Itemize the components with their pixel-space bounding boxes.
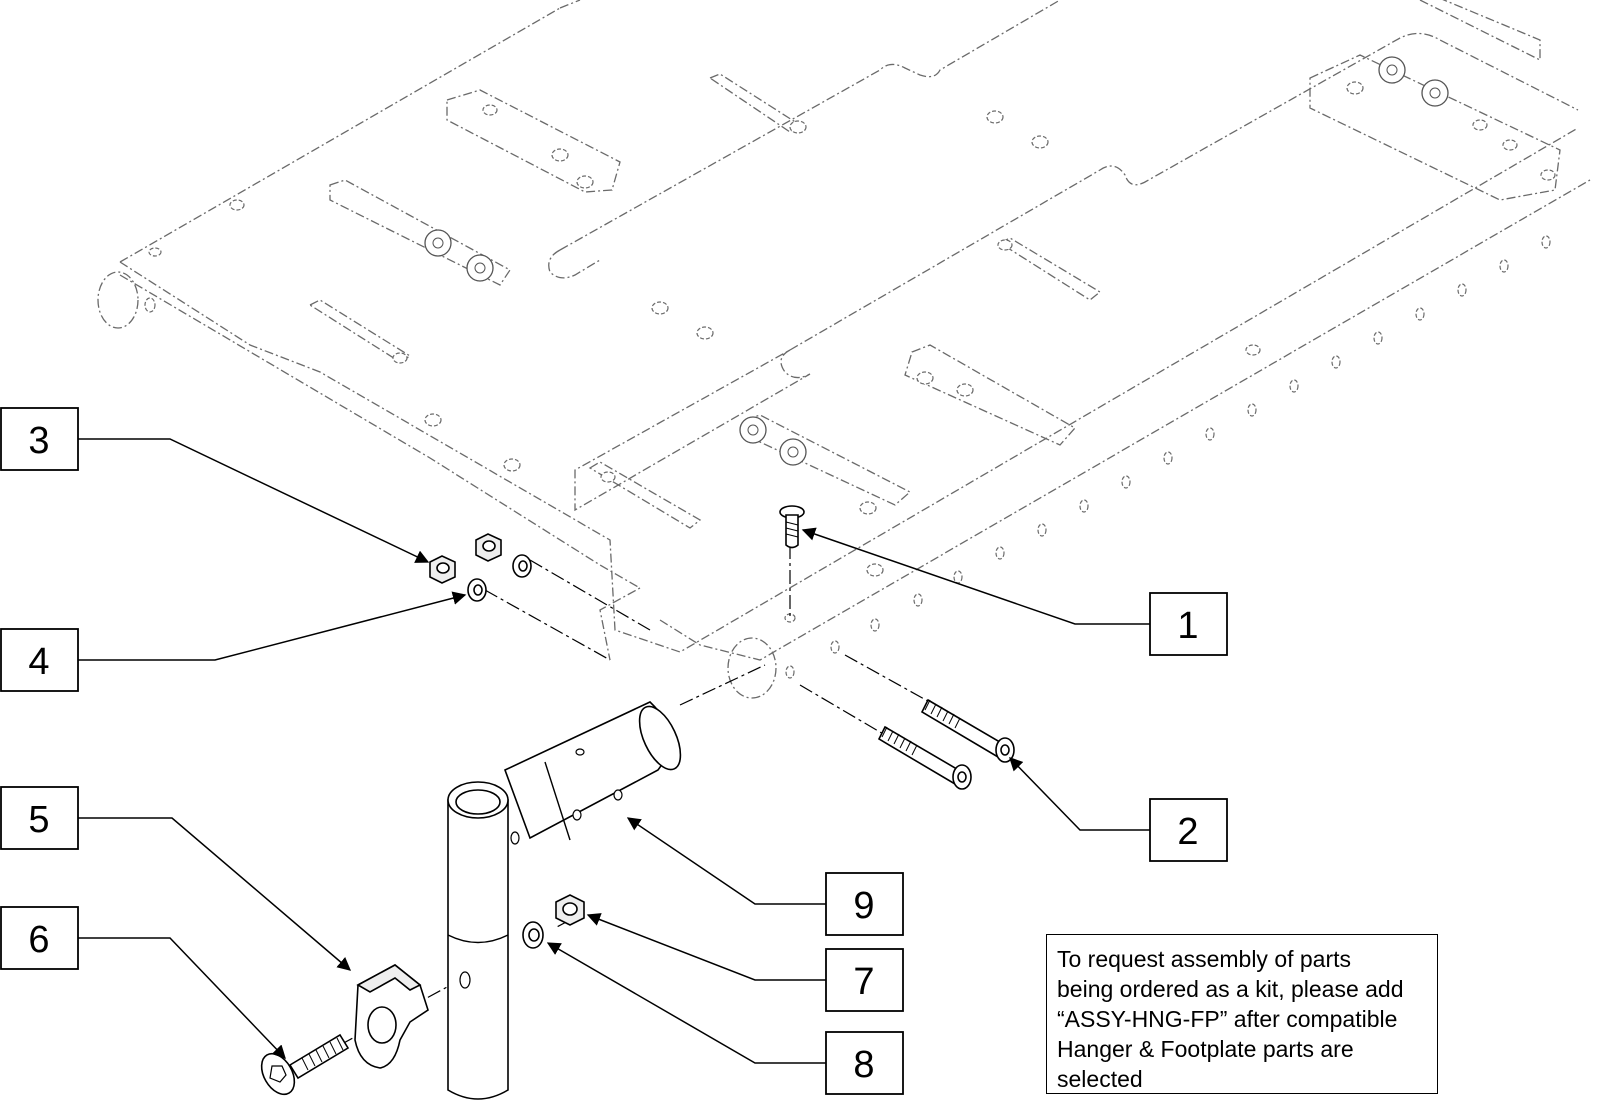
svg-text:3: 3 <box>28 420 49 462</box>
callout-4: 4 <box>0 628 79 692</box>
svg-text:6: 6 <box>28 919 49 961</box>
callout-8: 8 <box>825 1031 904 1095</box>
note-line-5: selected <box>1057 1066 1143 1092</box>
plate-holes <box>144 81 1556 679</box>
frame-assembly-ghost <box>97 0 1591 699</box>
part-1-screw <box>779 505 805 549</box>
callout-7: 7 <box>825 948 904 1012</box>
note-line-2: being ordered as a kit, please add <box>1057 976 1404 1002</box>
svg-text:7: 7 <box>853 961 874 1003</box>
part-6-screw <box>260 1033 350 1096</box>
part-9-hanger-tube <box>447 701 682 1100</box>
svg-text:8: 8 <box>853 1044 874 1086</box>
part-5-clamp <box>354 964 429 1069</box>
leader-lines <box>78 438 1150 1064</box>
callout-3: 3 <box>0 407 79 471</box>
plate-bolt-heads <box>424 56 1449 466</box>
svg-text:2: 2 <box>1177 811 1198 853</box>
part-4-washers <box>467 554 532 602</box>
svg-text:1: 1 <box>1177 605 1198 647</box>
callout-2: 2 <box>1149 798 1228 862</box>
svg-text:5: 5 <box>28 799 49 841</box>
part-7-nut <box>555 894 585 926</box>
note-line-3: “ASSY-HNG-FP” after compatible <box>1057 1006 1398 1032</box>
note-line-1: To request assembly of parts <box>1057 946 1352 972</box>
callout-9: 9 <box>825 872 904 936</box>
part-8-washer <box>522 921 544 949</box>
svg-text:9: 9 <box>853 885 874 927</box>
part-3-nuts <box>429 533 502 584</box>
part-2-long-bolts <box>877 698 1015 790</box>
note-line-4: Hanger & Footplate parts are <box>1057 1036 1354 1062</box>
callout-1: 1 <box>1149 592 1228 656</box>
callout-6: 6 <box>0 906 79 970</box>
svg-text:4: 4 <box>28 641 49 683</box>
callout-5: 5 <box>0 786 79 850</box>
assembly-note: To request assembly of parts being order… <box>1046 934 1438 1094</box>
